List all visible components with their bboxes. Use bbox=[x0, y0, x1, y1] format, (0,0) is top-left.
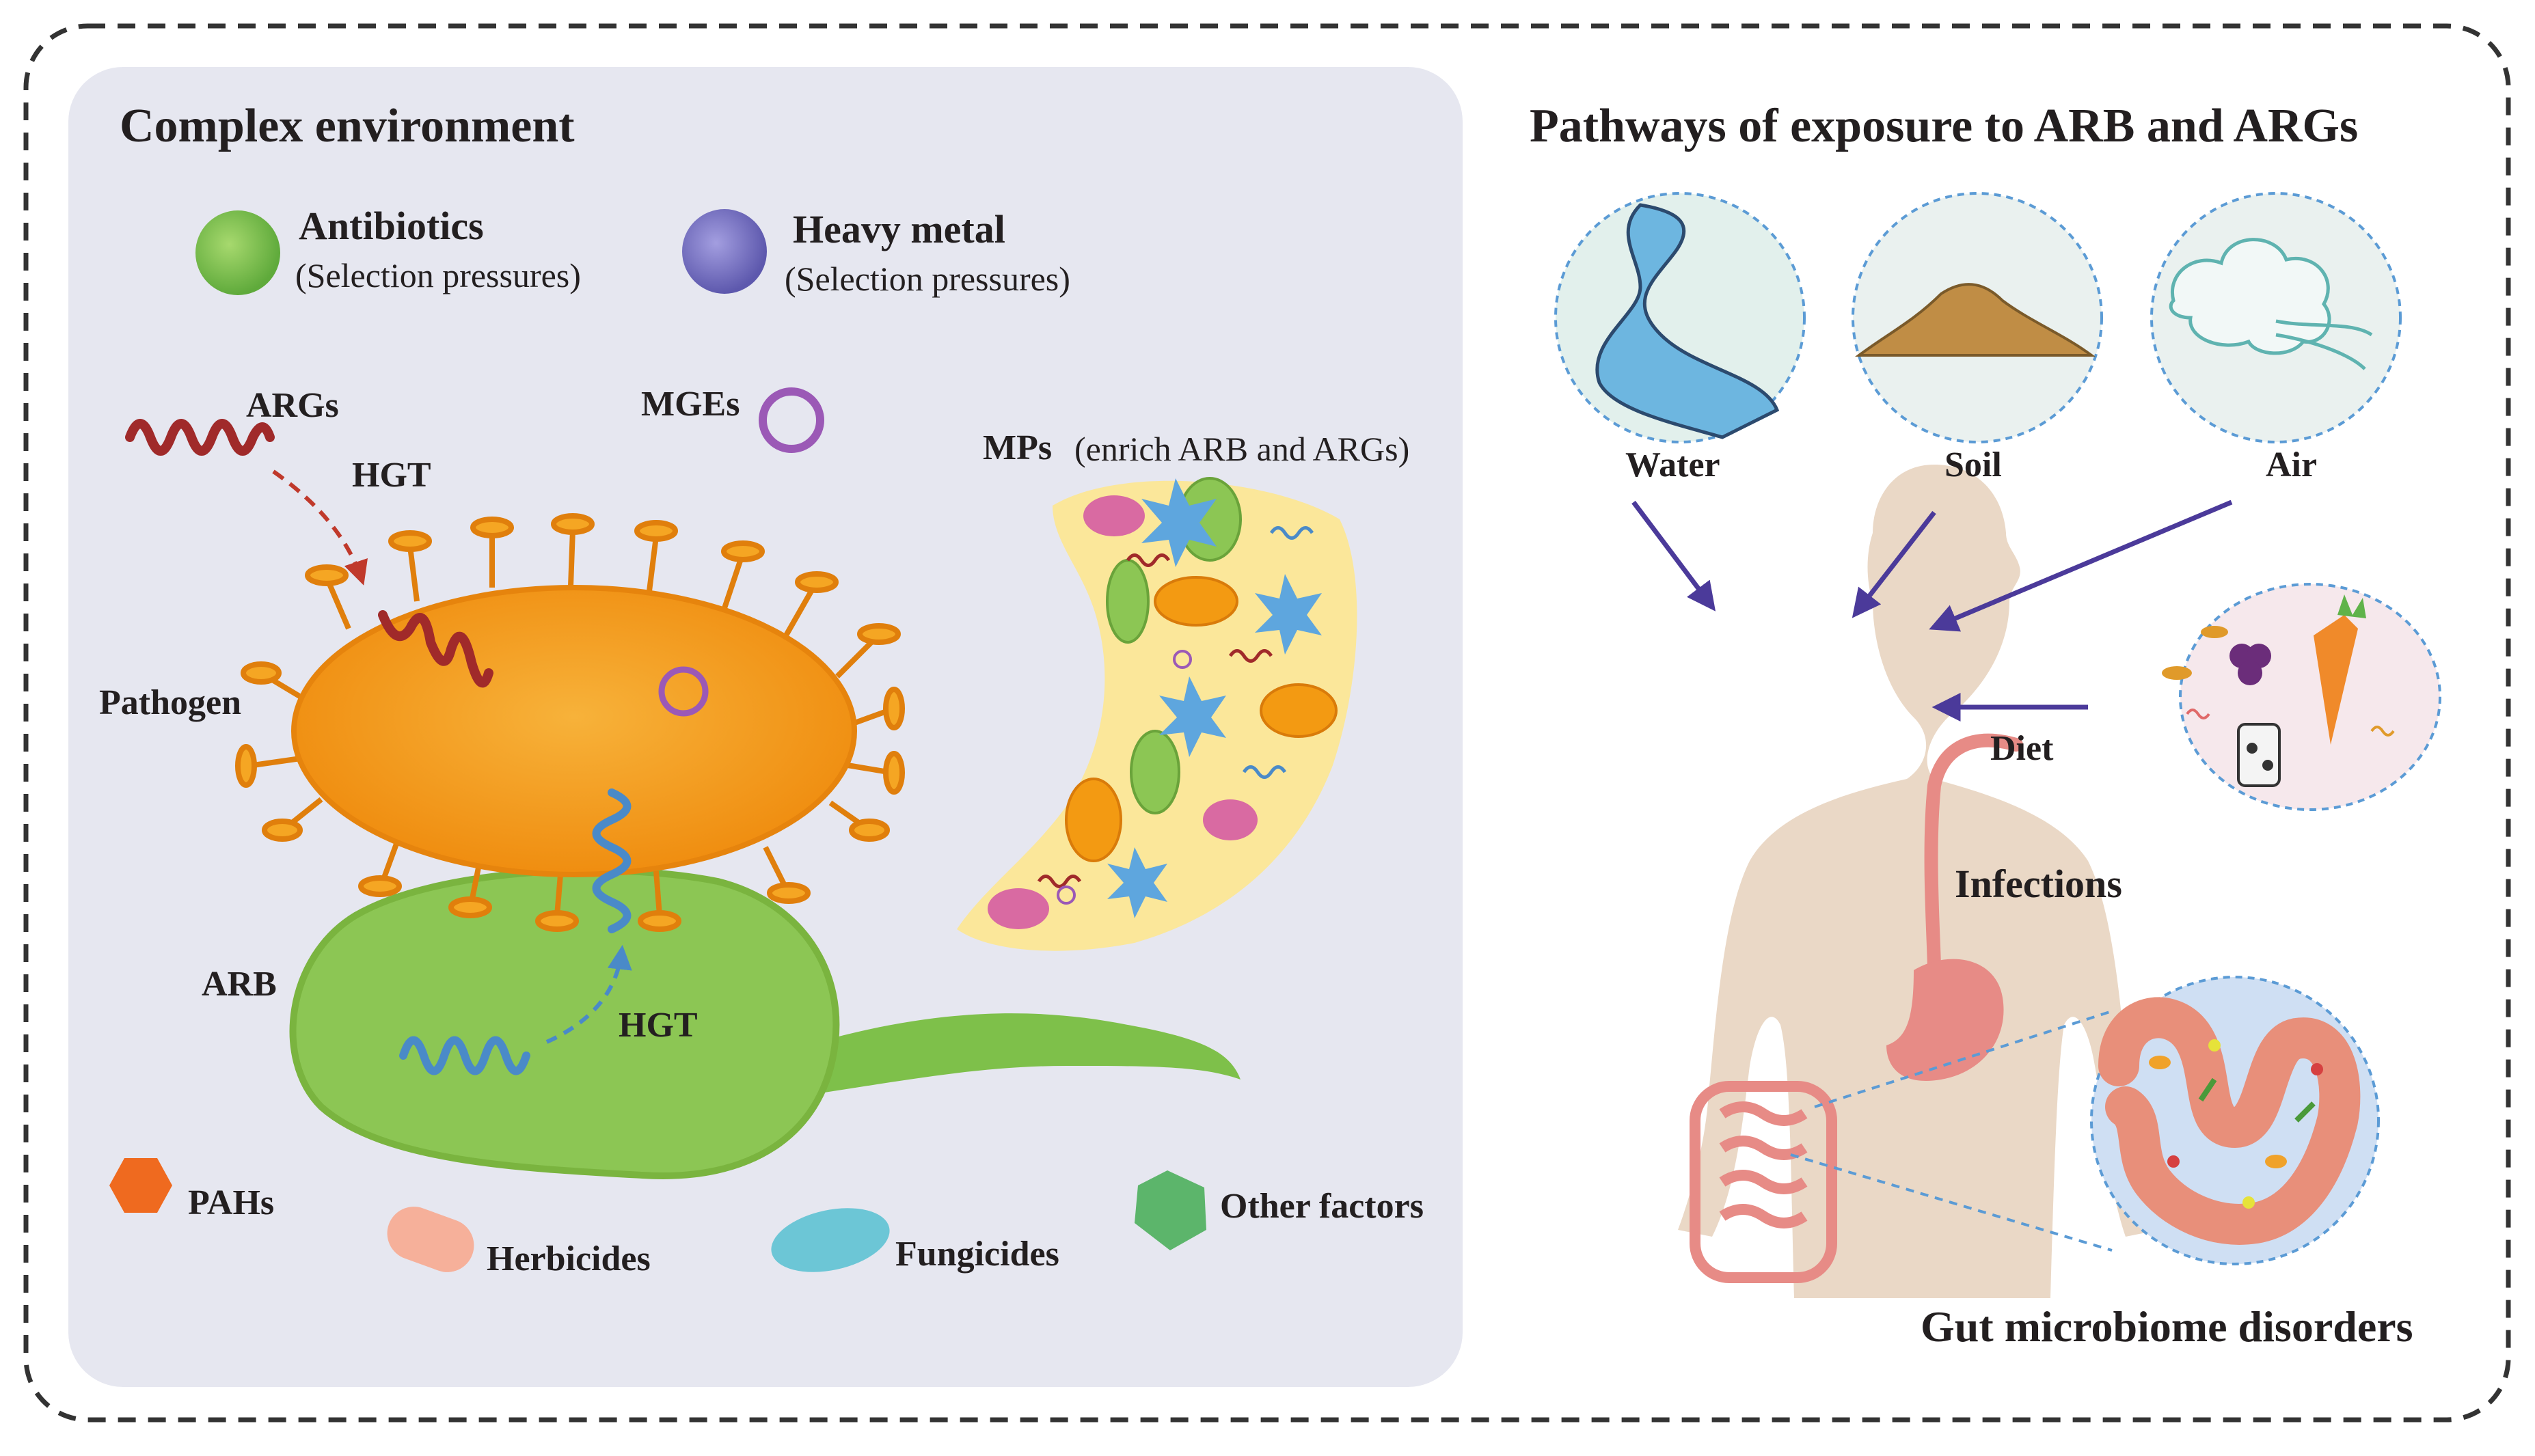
gut-disorders-label: Gut microbiome disorders bbox=[1921, 1302, 2413, 1351]
other-factors-label: Other factors bbox=[1220, 1187, 1424, 1226]
water-label: Water bbox=[1625, 445, 1720, 484]
arb-blue-gene bbox=[399, 1036, 530, 1075]
gut-zoom-intestine bbox=[2098, 997, 2361, 1245]
arb-label: ARB bbox=[202, 965, 277, 1004]
soil-icon bbox=[1854, 283, 2096, 357]
blue-gene-vertical bbox=[592, 788, 632, 933]
soil-label: Soil bbox=[1944, 445, 2002, 484]
arrow-soil bbox=[1852, 510, 1936, 618]
air-label: Air bbox=[2266, 445, 2318, 484]
infections-label: Infections bbox=[1955, 862, 2122, 906]
arrow-water bbox=[1631, 500, 1716, 612]
air-wind-icon bbox=[2275, 319, 2373, 370]
heavy-metal-sublabel: (Selection pressures) bbox=[785, 260, 1070, 298]
pahs-icon bbox=[109, 1158, 172, 1213]
heavy-metal-label: Heavy metal bbox=[793, 207, 1005, 251]
gut-microbes bbox=[2149, 1039, 2323, 1209]
herbicides-icon bbox=[387, 1207, 474, 1272]
args-red-gene-icon bbox=[125, 419, 275, 456]
other-factors-icon bbox=[1135, 1170, 1206, 1250]
heavy-metal-icon bbox=[682, 209, 767, 294]
hgt-top-label: HGT bbox=[352, 456, 431, 495]
gut-zoom-line-top bbox=[1814, 1010, 2113, 1108]
pathogen-mge-ring bbox=[658, 666, 709, 717]
gut-zoom-line-bottom bbox=[1790, 1153, 2113, 1252]
outer-frame bbox=[23, 23, 2511, 1423]
pahs-label: PAHs bbox=[188, 1183, 275, 1222]
diet-circle bbox=[2179, 583, 2441, 811]
right-panel-title: Pathways of exposure to ARB and ARGs bbox=[1530, 100, 2359, 152]
pathogen-spikes bbox=[235, 513, 905, 932]
water-icon bbox=[1595, 203, 1780, 439]
mps-note: (enrich ARB and ARGs) bbox=[1074, 430, 1410, 468]
antibiotics-icon bbox=[195, 210, 280, 295]
antibiotics-label: Antibiotics bbox=[299, 204, 484, 248]
arb-flagellum bbox=[806, 1013, 1241, 1093]
mges-label: MGEs bbox=[641, 385, 740, 424]
mps-label: MPs bbox=[983, 428, 1053, 467]
arrow-air bbox=[1929, 499, 2233, 632]
pathogen-red-gene bbox=[378, 610, 493, 688]
stomach bbox=[1886, 959, 2004, 1081]
diet-label: Diet bbox=[1990, 729, 2054, 768]
pathogen-label: Pathogen bbox=[99, 683, 241, 722]
fungicides-label: Fungicides bbox=[895, 1235, 1059, 1274]
intestines bbox=[1690, 1081, 1837, 1283]
herbicides-label: Herbicides bbox=[487, 1239, 651, 1278]
mps-contents bbox=[988, 477, 1338, 929]
fungicides-icon bbox=[771, 1208, 890, 1272]
diet-icon bbox=[2162, 594, 2395, 787]
left-panel-title: Complex environment bbox=[120, 100, 575, 152]
pathogen-body bbox=[291, 585, 857, 877]
mps-particle bbox=[957, 480, 1357, 951]
hgt-arrow-bottom bbox=[545, 944, 632, 1044]
hgt-bottom-label: HGT bbox=[619, 1006, 698, 1045]
hgt-arrow-top bbox=[272, 469, 368, 586]
digestive-tract bbox=[1924, 733, 2023, 977]
mges-ring-icon bbox=[759, 387, 824, 453]
args-label: ARGs bbox=[246, 386, 339, 425]
antibiotics-sublabel: (Selection pressures) bbox=[295, 256, 581, 294]
